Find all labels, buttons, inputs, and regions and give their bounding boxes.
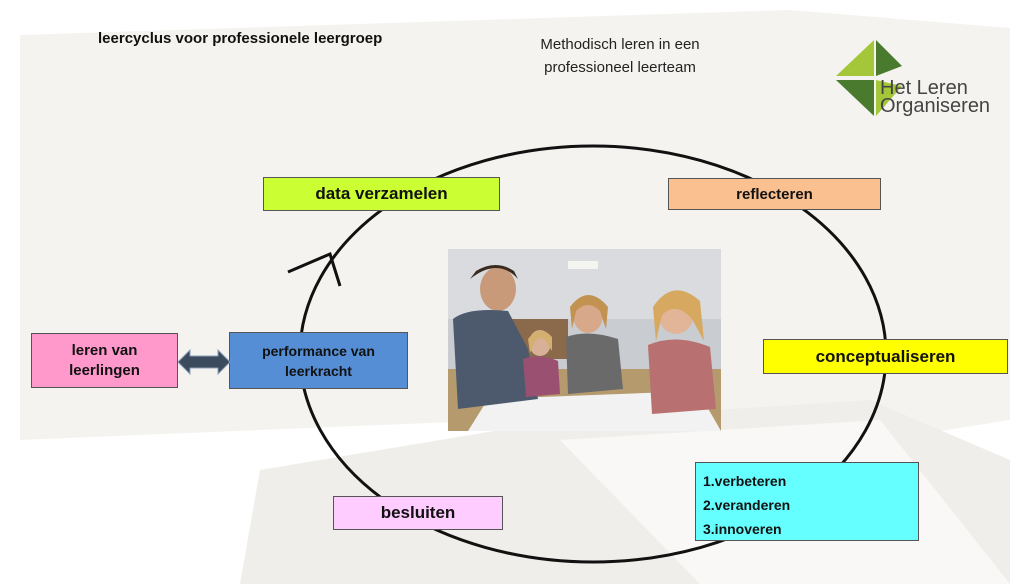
meeting-photo-icon [448, 249, 721, 431]
box-leren-line-2: leerlingen [69, 361, 140, 379]
logo-mark-icon [836, 40, 902, 116]
box-conceptualiseren-label: conceptualiseren [815, 346, 956, 366]
subtitle-line-2: professioneel leerteam [544, 59, 696, 76]
box-reflecteren-label: reflecteren [736, 185, 813, 203]
cycle-arrowhead [287, 251, 342, 287]
box-performance-leerkracht: performance van leerkracht [229, 332, 408, 389]
box-performance-line-2: leerkracht [285, 362, 352, 379]
box-reflecteren: reflecteren [668, 178, 881, 210]
logo: Het Leren Organiseren [834, 38, 1014, 120]
box-performance-line-1: performance van [262, 342, 375, 359]
meeting-photo [448, 249, 721, 431]
slide-title: leercyclus voor professionele leergroep [98, 30, 383, 47]
box-leren-van-leerlingen: leren van leerlingen [31, 333, 178, 388]
logo-text-line-2: Organiseren [880, 95, 991, 117]
logo-text-line-1: Het Leren [880, 77, 968, 99]
box-steps: 1.verbeteren 2.veranderen 3.innoveren [695, 462, 919, 541]
double-arrow-icon [178, 349, 230, 375]
box-data-verzamelen: data verzamelen [263, 177, 500, 211]
step-item: 2.veranderen [703, 497, 791, 513]
box-leren-line-1: leren van [71, 341, 138, 359]
step-item: 1.verbeteren [703, 473, 787, 489]
subtitle-line-1: Methodisch leren in een [540, 36, 700, 53]
box-conceptualiseren: conceptualiseren [763, 339, 1008, 374]
slide-subtitle: Methodisch leren in een professioneel le… [500, 33, 740, 79]
step-item: 3.innoveren [703, 521, 782, 537]
box-besluiten: besluiten [333, 496, 503, 530]
box-data-verzamelen-label: data verzamelen [315, 184, 448, 203]
box-besluiten-label: besluiten [380, 503, 456, 522]
